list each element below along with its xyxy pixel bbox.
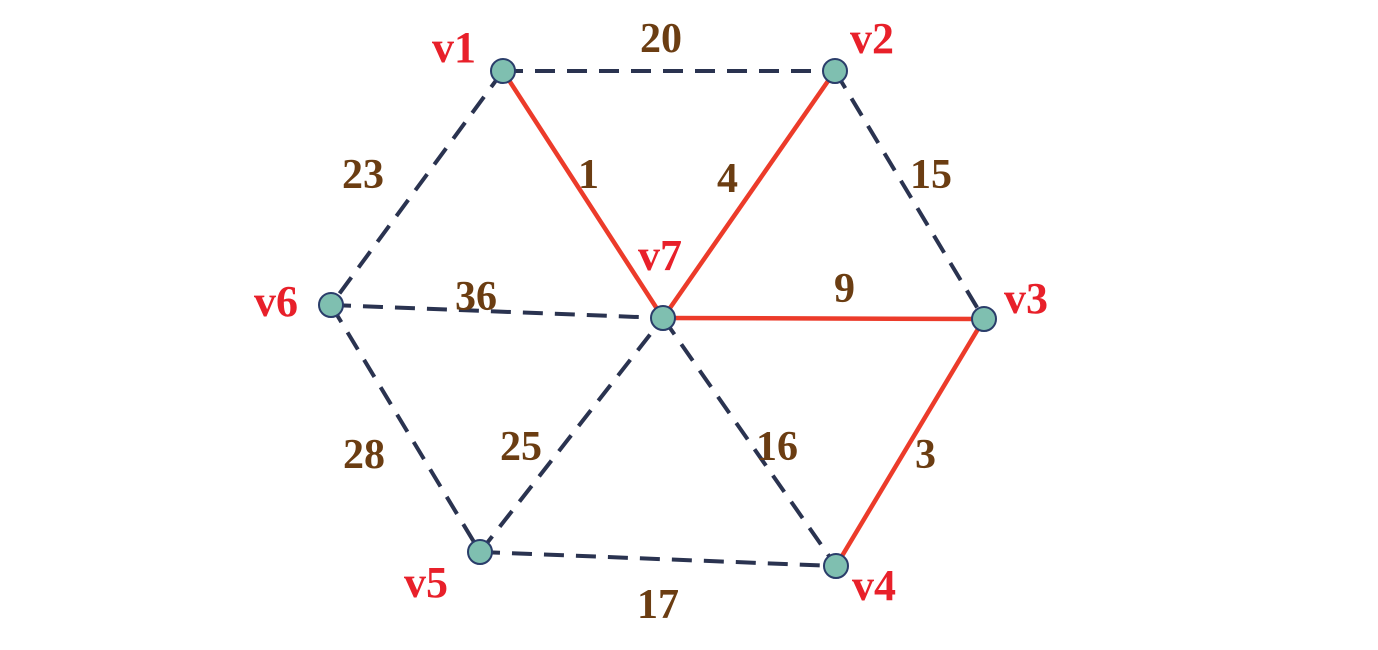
edge-v1-v6-dashed bbox=[329, 69, 505, 307]
edge-v5-v4-dashed bbox=[479, 550, 837, 568]
edge-v1-v7-tree bbox=[501, 69, 665, 320]
edge-v6-v7-dashed bbox=[330, 303, 664, 320]
weight-label-v3-v4: 3 bbox=[915, 432, 936, 478]
weight-label-v7-v4: 16 bbox=[756, 424, 798, 470]
weight-labels-layer: 20 15 23 36 28 25 16 17 1 4 9 3 bbox=[342, 16, 952, 628]
weight-label-v2-v7: 4 bbox=[717, 156, 738, 202]
node-v3 bbox=[971, 306, 997, 332]
node-v7 bbox=[650, 305, 676, 331]
node-v5 bbox=[467, 539, 493, 565]
weight-label-v7-v3: 9 bbox=[834, 266, 855, 312]
nodes-layer bbox=[318, 58, 997, 579]
edge-v2-v3-dashed bbox=[833, 69, 986, 321]
weight-label-v1-v6: 23 bbox=[342, 152, 384, 198]
node-v1 bbox=[490, 58, 516, 84]
edge-v7-v3-tree bbox=[662, 315, 985, 322]
weight-label-v2-v3: 15 bbox=[910, 152, 952, 198]
node-v4 bbox=[823, 553, 849, 579]
weight-label-v1-v7: 1 bbox=[578, 152, 599, 198]
node-v6 bbox=[318, 292, 344, 318]
weight-label-v6-v7: 36 bbox=[455, 274, 497, 320]
node-label-v2: v2 bbox=[850, 14, 894, 63]
weight-label-v1-v2: 20 bbox=[640, 16, 682, 62]
weight-label-v5-v7: 25 bbox=[500, 424, 542, 470]
node-label-v5: v5 bbox=[404, 558, 448, 607]
edges-layer bbox=[329, 69, 986, 568]
edge-v7-v4-dashed bbox=[661, 316, 838, 568]
node-label-v7: v7 bbox=[638, 231, 682, 280]
edge-v3-v4-tree bbox=[834, 317, 986, 568]
edge-v2-v7-tree bbox=[661, 69, 837, 320]
weight-label-v5-v4: 17 bbox=[637, 582, 679, 628]
node-label-v3: v3 bbox=[1004, 274, 1048, 323]
edge-v5-v7-dashed bbox=[478, 316, 665, 554]
node-label-v4: v4 bbox=[852, 561, 896, 610]
node-labels-layer: v1 v2 v3 v4 v5 v6 v7 bbox=[254, 14, 1048, 610]
node-v2 bbox=[822, 58, 848, 84]
weight-label-v6-v5: 28 bbox=[343, 432, 385, 478]
node-label-v6: v6 bbox=[254, 277, 298, 326]
edge-v6-v5-dashed bbox=[329, 303, 482, 554]
node-label-v1: v1 bbox=[432, 23, 476, 72]
